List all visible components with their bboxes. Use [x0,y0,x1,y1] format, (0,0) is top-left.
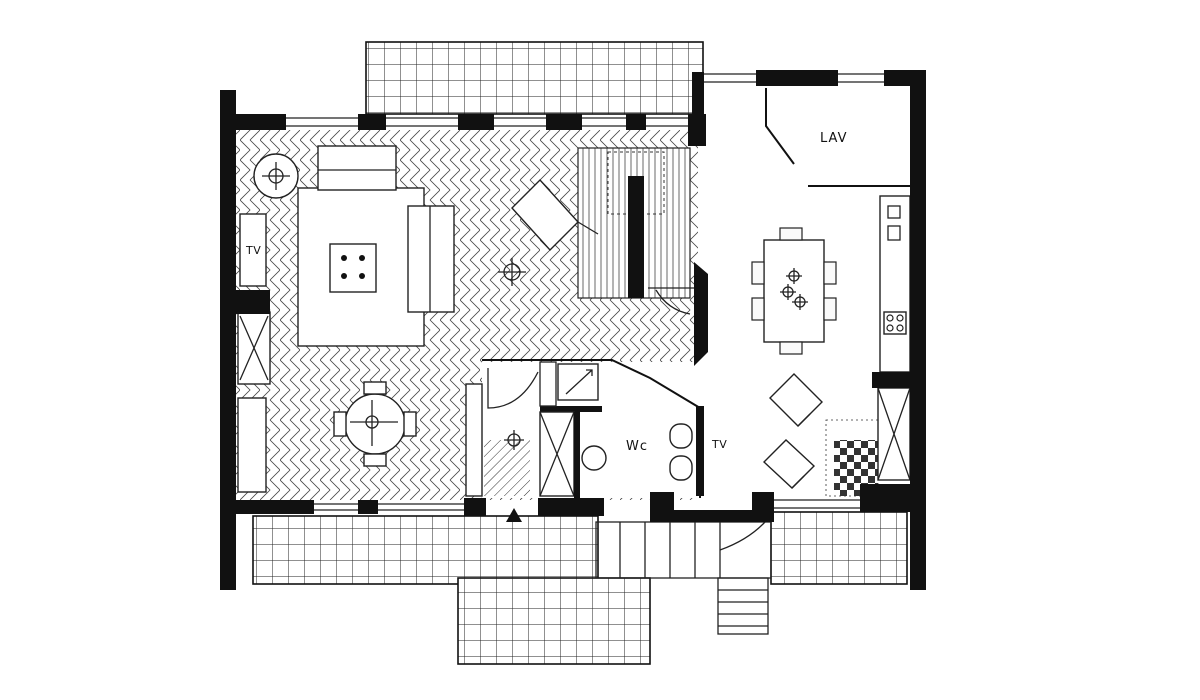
kitchen-dining: LAV [751,88,911,489]
wc-label: Wc [626,439,648,454]
tv-label-bath: TV [711,438,727,451]
bidet [669,455,693,481]
tv-cabinet [239,213,267,287]
sofa-top [317,145,397,191]
toilet [669,423,693,449]
sofa-right [407,205,455,313]
round-dining-table [344,393,406,455]
terrace-bottom-center [457,577,651,665]
console-shelf [465,383,483,497]
bath-core: Wc TV [482,359,727,522]
bath-sink [581,445,607,471]
kitchen-counter [879,195,911,373]
armchair-a [769,373,823,427]
terrace-top [365,41,704,115]
side-bench [237,397,267,493]
terrace-bottom-right [770,511,908,585]
dining-table [763,239,825,343]
lav-label: LAV [820,131,848,146]
wall-left [220,90,236,590]
coffee-table [329,243,377,293]
wall-right [910,70,926,590]
laundry-wall [765,88,795,165]
pendant-lights [780,268,808,310]
entry-arrow [506,508,522,522]
armchair-b [762,439,816,489]
exterior-walls [220,70,926,590]
coffee-table-lamps [341,255,365,279]
cooktop [883,311,907,335]
entry-door-swing [487,368,539,409]
terraces [252,41,908,665]
interior-walls [628,176,708,496]
terrace-bottom-left [252,515,599,585]
tv-label-living: TV [245,244,261,257]
entry-hatch [484,440,530,496]
living-area: TV [237,145,665,497]
